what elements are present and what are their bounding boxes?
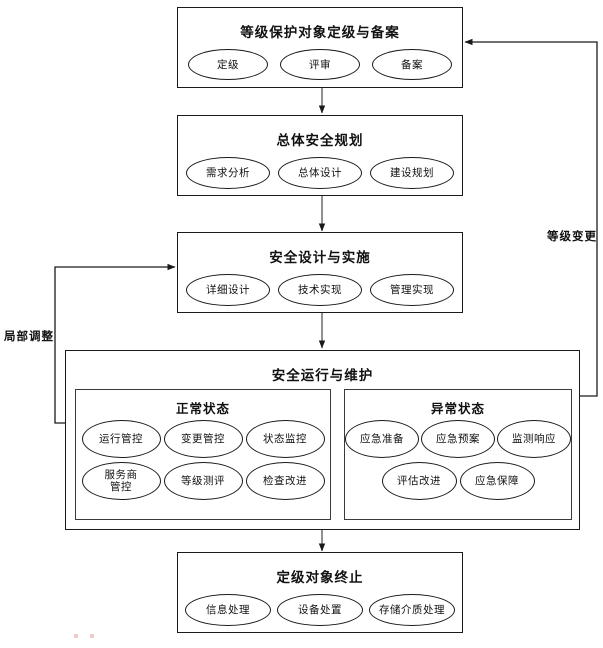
panel-normal-row1: 运行管控 变更管控 状态监控	[76, 420, 330, 458]
stage-design-title: 安全设计与实施	[269, 250, 371, 266]
node-jianshenguihua[interactable]: 建设规划	[370, 157, 454, 189]
stage-planning-box[interactable]: 总体安全规划 需求分析 总体设计 建设规划	[177, 115, 463, 196]
stage-grading-title: 等级保护对象定级与备案	[240, 25, 400, 41]
node-cunchujiezhichuli[interactable]: 存储介质处理	[369, 594, 455, 626]
node-zongtisheji[interactable]: 总体设计	[278, 157, 362, 189]
panel-normal-row2: 服务商 管控 等级测评 检查改进	[76, 462, 330, 500]
stage-termination-box[interactable]: 定级对象终止 信息处理 设备处置 存储介质处理	[177, 552, 463, 633]
node-dengjicepeng[interactable]: 等级测评	[163, 462, 243, 500]
node-jishushixian[interactable]: 技术实现	[278, 274, 362, 306]
node-yunxingguankong[interactable]: 运行管控	[81, 420, 161, 458]
panel-normal-state[interactable]: 正常状态 运行管控 变更管控 状态监控 服务商 管控 等级测评 检查改进	[75, 389, 331, 520]
node-jianchagaijin[interactable]: 检查改进	[245, 462, 325, 500]
stage-termination-title: 定级对象终止	[276, 570, 364, 586]
side-label-grade-change: 等级变更	[547, 229, 597, 243]
speck-artifact-right	[90, 634, 94, 638]
node-fuwushangguankong[interactable]: 服务商 管控	[81, 462, 161, 500]
stage-termination-nodes: 信息处理 设备处置 存储介质处理	[178, 594, 462, 626]
node-biangengguankong[interactable]: 变更管控	[163, 420, 243, 458]
panel-abnormal-state[interactable]: 异常状态 应急准备 应急预案 监测响应 评估改进 应急保障	[344, 389, 572, 520]
stage-design-box[interactable]: 安全设计与实施 详细设计 技术实现 管理实现	[177, 232, 463, 313]
node-yingjizhunbei[interactable]: 应急准备	[345, 420, 419, 458]
node-dingji[interactable]: 定级	[188, 49, 268, 80]
node-zhuangtaijiankong[interactable]: 状态监控	[245, 420, 325, 458]
panel-abnormal-row1: 应急准备 应急预案 监测响应	[345, 420, 571, 458]
connector-feedback-right	[464, 38, 598, 397]
node-yingjibaozhang[interactable]: 应急保障	[459, 462, 535, 500]
node-xinxichuli[interactable]: 信息处理	[185, 594, 271, 626]
panel-abnormal-title: 异常状态	[430, 401, 485, 416]
stage-operation-box[interactable]: 安全运行与维护 正常状态 运行管控 变更管控 状态监控 服务商 管控 等级测评 …	[65, 350, 580, 530]
node-jiancexiangying[interactable]: 监测响应	[497, 420, 571, 458]
node-xiangxisheji[interactable]: 详细设计	[186, 274, 270, 306]
node-shebeichuzhi[interactable]: 设备处置	[277, 594, 363, 626]
speck-artifact-left	[74, 634, 78, 638]
node-xuqiufenxi[interactable]: 需求分析	[186, 157, 270, 189]
panel-normal-title: 正常状态	[175, 401, 230, 416]
stage-design-nodes: 详细设计 技术实现 管理实现	[178, 274, 462, 306]
side-label-local-adjustment: 局部调整	[4, 329, 54, 343]
node-guanlishixian[interactable]: 管理实现	[370, 274, 454, 306]
stage-planning-title: 总体安全规划	[276, 133, 364, 149]
stage-grading-nodes: 定级 评审 备案	[178, 49, 462, 80]
stage-planning-nodes: 需求分析 总体设计 建设规划	[178, 157, 462, 189]
stage-operation-title: 安全运行与维护	[271, 368, 374, 384]
node-beian[interactable]: 备案	[372, 49, 452, 80]
node-pinggugaijin[interactable]: 评估改进	[381, 462, 457, 500]
node-pingshen[interactable]: 评审	[280, 49, 360, 80]
node-yingjiyuan[interactable]: 应急预案	[421, 420, 495, 458]
stage-grading-box[interactable]: 等级保护对象定级与备案 定级 评审 备案	[177, 7, 463, 88]
panel-abnormal-row2: 评估改进 应急保障	[345, 462, 571, 500]
